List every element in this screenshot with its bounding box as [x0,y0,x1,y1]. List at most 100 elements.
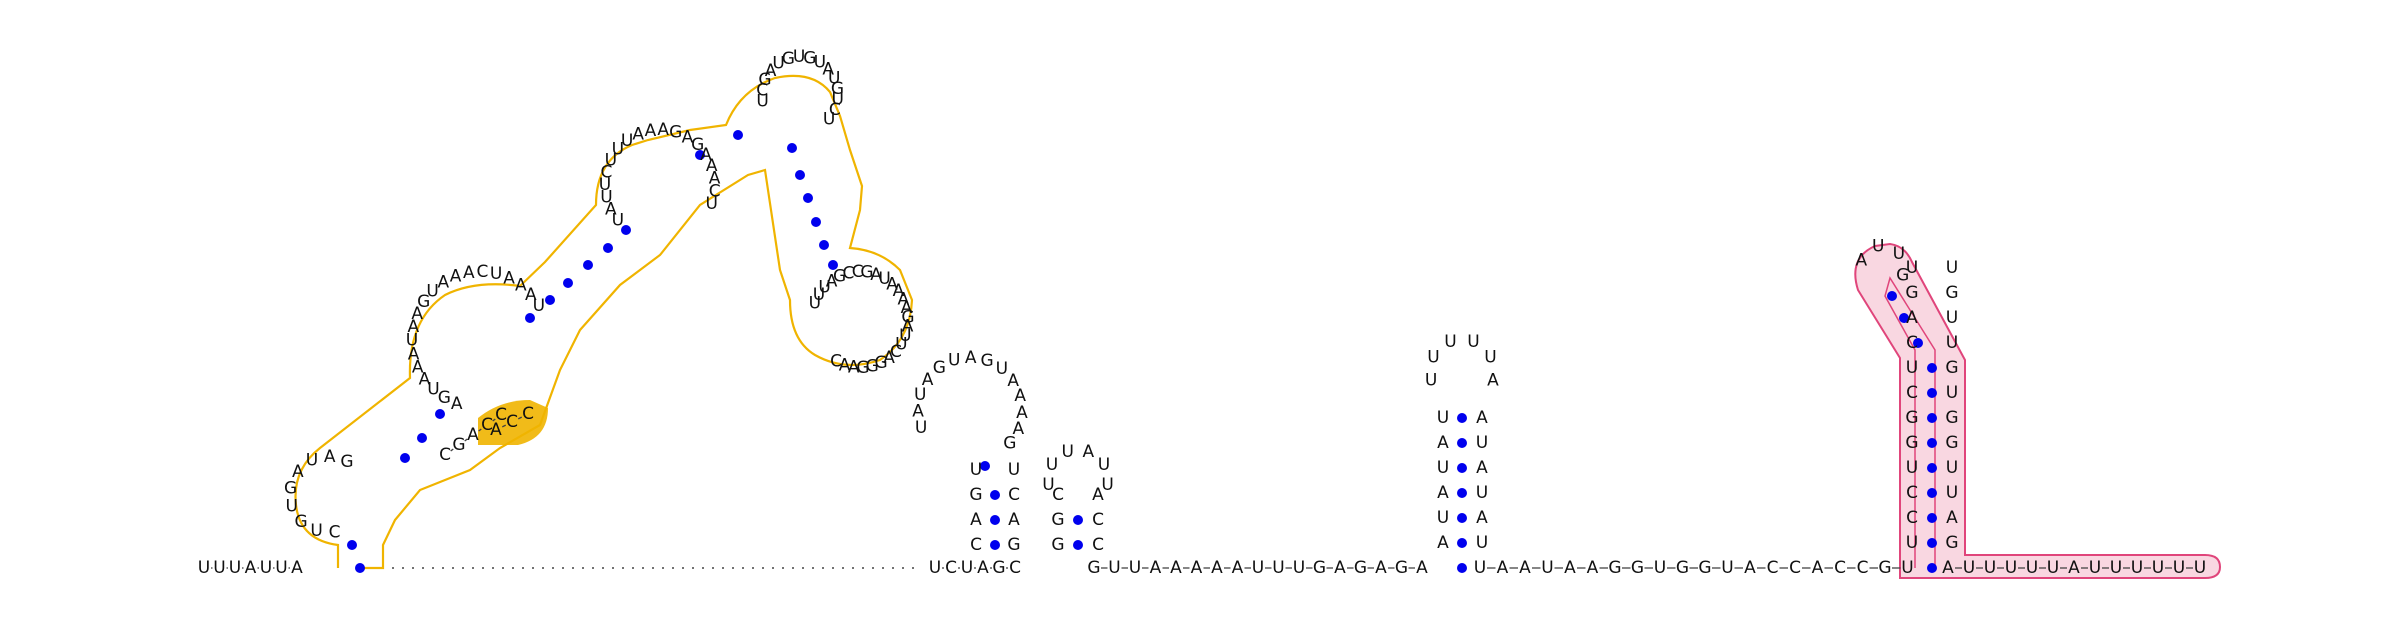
backbone-nucleotide: U [929,558,941,578]
hairpin-a-loop-nucleotide: A [1007,371,1019,391]
multibranch-loop-nucleotide: U [490,264,502,284]
backbone-nucleotide: U [1541,558,1553,578]
multibranch-loop-nucleotide: A [893,281,905,301]
multibranch-loop-nucleotide: U [809,294,821,314]
hairpin-a-stem-nucleotide: C [970,535,982,555]
pink-stem-nucleotide: U [1906,458,1918,478]
multibranch-loop-nucleotide: A [515,276,527,296]
hairpin-a-loop-nucleotide: A [922,370,934,390]
pink-highlight-region [1854,242,2222,579]
hairpin-c-loop-nucleotide: U [1425,370,1437,390]
hairpin-c-loop-nucleotide: U [1467,332,1479,352]
hairpin-c-stem-nucleotide: A [1437,483,1449,503]
hairpin-a-loop-nucleotide: A [912,401,924,421]
multibranch-loop-nucleotide: U [605,150,617,170]
hairpin-a-pairs [980,461,1000,550]
backbone-nucleotide: A [1191,558,1203,578]
hairpin-a-loop-nucleotide: A [965,348,977,368]
multibranch-loop-nucleotide: G [856,358,869,378]
backbone-nucleotide: U [961,558,973,578]
hairpin-a-stem-nucleotide: A [970,510,982,530]
multibranch-loop-nucleotide: U [813,285,825,305]
multibranch-loop-nucleotide: G [438,388,451,408]
pink-stem-nucleotide: U [1946,383,1958,403]
hairpin-a-loop-nucleotide: G [1003,433,1016,453]
multibranch-loop-nucleotide: U [612,210,624,230]
multibranch-inner-nucleotide: G [452,435,465,455]
orange-outline-main [294,74,914,570]
multibranch-loop-nucleotide: U [705,194,717,214]
three-prime-nucleotide: U [2110,558,2122,578]
multibranch-loop-nucleotide: A [438,273,450,293]
pink-inner-outline [1884,276,1936,568]
backbone-nucleotide: G [1395,558,1408,578]
multibranch-loop-nucleotide: A [525,285,537,305]
multibranch-loop-nucleotide: G [874,353,887,373]
orange-highlight-region [294,74,914,570]
multibranch-loop-nucleotide: A [657,120,669,140]
five-prime-nucleotide: A [245,558,257,578]
multibranch-loop-nucleotide: C [756,81,768,101]
pink-stem-nucleotide: C [1906,333,1918,353]
pink-stem-nucleotide: G [1945,433,1958,453]
hairpin-b-stem-nucleotide: G [1051,510,1064,530]
pink-stem-nucleotide: G [1945,358,1958,378]
multibranch-loop-nucleotide: A [632,124,644,144]
multibranch-loop-nucleotide: U [895,334,907,354]
three-prime-nucleotide: U [2047,558,2059,578]
multibranch-loop-nucleotide: U [406,331,418,351]
backbone-nucleotide: A [1375,558,1387,578]
hairpin-b-loop-nucleotide: U [1098,455,1110,475]
multibranch-inner-nucleotide: C [495,405,507,425]
pink-stem-nucleotide: U [1946,458,1958,478]
multibranch-loop-nucleotide: A [605,200,617,220]
pink-loop-nucleotide: G [1896,266,1909,286]
multibranch-loop-nucleotide: A [408,344,420,364]
three-prime-nucleotide: U [1963,558,1975,578]
hairpin-c-stem-nucleotide: A [1476,408,1488,428]
pink-loop-nucleotide: U [1872,236,1884,256]
backbone-nucleotide: C [1857,558,1869,578]
multibranch-loop-nucleotide: A [463,263,475,283]
multibranch-inner-nucleotide: A [467,425,479,445]
backbone-nucleotide: A [1519,558,1531,578]
hairpin-c-stem-nucleotide: U [1476,483,1488,503]
three-prime-nucleotide: U [1984,558,1996,578]
multibranch-loop-nucleotide: A [765,61,777,81]
multibranch-loop-nucleotide: A [451,394,463,414]
backbone-nucleotide: G [1878,558,1891,578]
backbone-nucleotide: A [1232,558,1244,578]
hairpin-c-stem-nucleotide: U [1476,533,1488,553]
multibranch-highlight-nucleotide: C [506,412,518,432]
multibranch-loop-nucleotide: A [826,271,838,291]
hairpin-c-stem-nucleotide: U [1437,508,1449,528]
pink-stem-nucleotide: C [1906,383,1918,403]
backbone-segment [501,424,507,428]
multibranch-loop-nucleotide: A [709,169,721,189]
hairpin-c-stem-nucleotide: A [1437,433,1449,453]
hairpin-a-loop-nucleotide: G [981,351,994,371]
multibranch-loop-nucleotide: G [782,49,795,69]
multibranch-inner-nucleotide: C [481,415,493,435]
multibranch-loop-nucleotide: C [477,262,489,282]
pink-stem-nucleotide: U [1946,258,1958,278]
five-prime-nucleotide: U [213,558,225,578]
multibranch-loop-nucleotide: U [828,69,840,89]
multibranch-loop-nucleotide: A [839,355,851,375]
multibranch-loop-nucleotide: U [612,140,624,160]
backbone-nucleotide: U [1901,558,1913,578]
hairpin-a-loop-nucleotide: U [996,359,1008,379]
backbone-nucleotide: G [1676,558,1689,578]
hairpin-b-stem-nucleotide: G [1051,535,1064,555]
multibranch-loop-nucleotide: U [772,54,784,74]
multibranch-loop-nucleotide: U [831,90,843,110]
multibranch-loop-nucleotide: U [814,53,826,73]
multibranch-loop-nucleotide: U [818,278,830,298]
hairpin-a-stem-nucleotide: U [1008,460,1020,480]
multibranch-loop-nucleotide: U [426,281,438,301]
five-prime-nucleotide: U [260,558,272,578]
multibranch-pairs [347,130,838,573]
backbone-nucleotide: A [1812,558,1824,578]
pink-stem-nucleotide: A [1906,308,1918,328]
